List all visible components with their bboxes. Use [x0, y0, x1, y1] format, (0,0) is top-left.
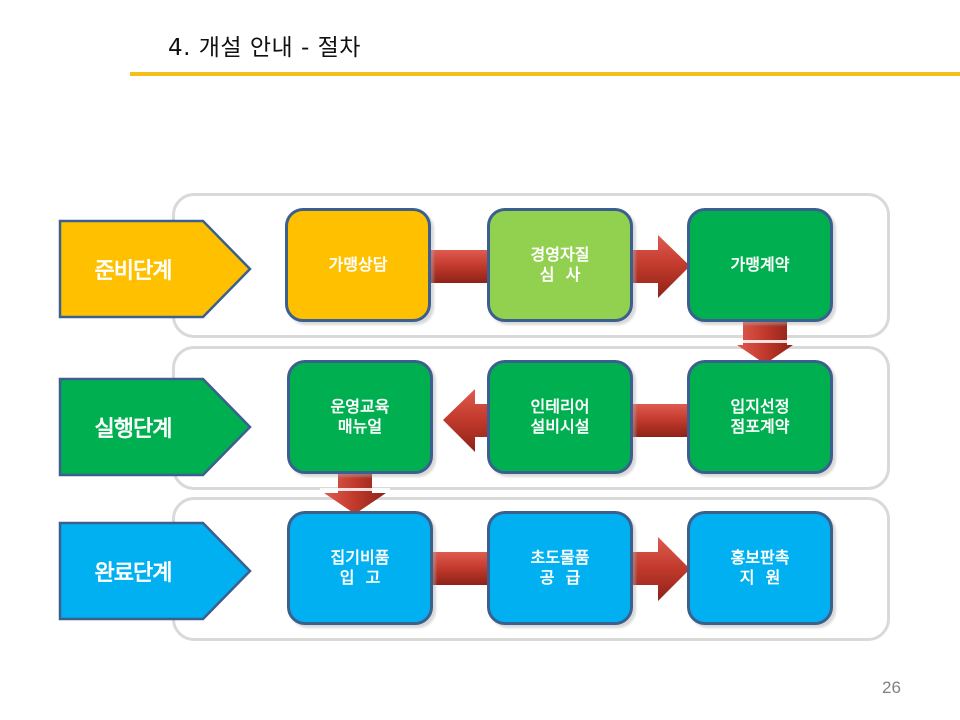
stage-prep: 준비단계: [58, 219, 252, 319]
arrow-right-1: [425, 250, 495, 283]
step-franchise-contract: 가맹계약: [687, 208, 833, 322]
stage-exec-polygon: [58, 377, 252, 477]
step-line2: 점포계약: [730, 417, 790, 436]
step-line1: 경영자질: [530, 245, 590, 264]
step-interior-facilities: 인테리어 설비시설: [487, 360, 633, 474]
step-line1: 홍보판촉: [730, 548, 790, 567]
page-title: 4. 개설 안내 - 절차: [168, 35, 361, 61]
arrow-left-1: [628, 404, 693, 437]
step-initial-supply: 초도물품 공 급: [487, 511, 633, 625]
arrow-right-2: [628, 235, 690, 298]
stage-prep-polygon: [58, 219, 252, 319]
step-line2: 공 급: [539, 568, 581, 587]
stage-done-label: 완료단계: [94, 561, 173, 586]
stage-prep-label: 준비단계: [94, 259, 173, 284]
step-line1: 집기비품: [330, 548, 390, 567]
step-line2: 설비시설: [530, 417, 590, 436]
step-line1: 초도물품: [530, 548, 590, 567]
stage-done-shape: [58, 521, 252, 621]
step-franchise-consultation: 가맹상담: [285, 208, 431, 322]
title-underline: [130, 72, 960, 76]
step-line1: 인테리어: [530, 397, 590, 416]
stage-exec-shape: [58, 377, 252, 477]
arrow-down-1-gap: [730, 340, 800, 343]
step-line2: 입 고: [339, 568, 381, 587]
step-equipment-delivery: 집기비품 입 고: [287, 511, 433, 625]
arrow-right-3: [428, 552, 494, 585]
arrow-left-2: [443, 389, 493, 452]
step-operations-training: 운영교육 매뉴얼: [287, 360, 433, 474]
step-site-selection: 입지선정 점포계약: [687, 360, 833, 474]
step-line2: 매뉴얼: [337, 417, 383, 436]
step-line2: 심 사: [539, 265, 581, 284]
step-management-review: 경영자질 심 사: [487, 208, 633, 322]
stage-prep-shape: [58, 219, 252, 319]
step-promotion-support: 홍보판촉 지 원: [687, 511, 833, 625]
arrow-right-4: [628, 537, 690, 601]
page-number: 26: [882, 678, 901, 697]
arrow-down-2-gap: [320, 488, 390, 491]
step-line2: 지 원: [739, 568, 781, 587]
arrow-down-2: [324, 470, 386, 514]
step-line1: 가맹계약: [730, 255, 790, 274]
step-line1: 운영교육: [330, 397, 390, 416]
stage-done-polygon: [58, 521, 252, 621]
stage-done: 완료단계: [58, 521, 252, 621]
step-line1: 가맹상담: [328, 255, 388, 274]
stage-exec-label: 실행단계: [94, 417, 173, 442]
step-line1: 입지선정: [730, 397, 790, 416]
stage-exec: 실행단계: [58, 377, 252, 477]
